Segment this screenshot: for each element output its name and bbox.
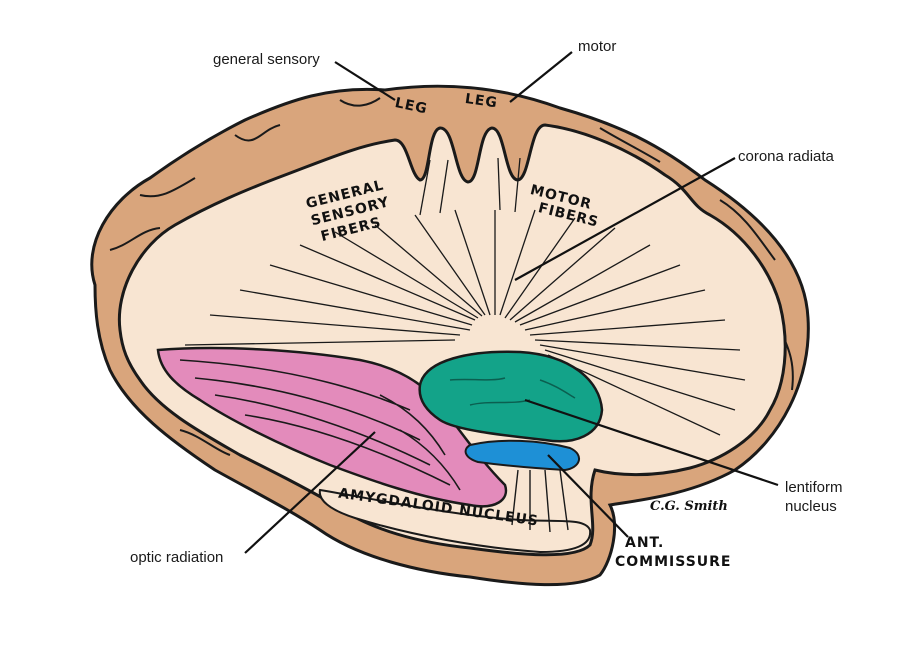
caption-leg-left: LEG bbox=[393, 95, 429, 118]
caption-ant-commissure-2: COMMISSURE bbox=[615, 554, 732, 570]
lentiform-nucleus bbox=[418, 350, 604, 443]
leader-corona-radiata bbox=[514, 157, 736, 281]
label-lentiform-line1: lentiform bbox=[785, 479, 843, 496]
label-general-sensory: general sensory bbox=[213, 51, 320, 68]
caption-ant-commissure-1: ANT. bbox=[625, 535, 664, 551]
leader-motor bbox=[509, 51, 573, 103]
label-corona-radiata: corona radiata bbox=[738, 148, 835, 165]
caption-leg-right: LEG bbox=[464, 91, 499, 111]
corona-radiata-fibers bbox=[184, 157, 746, 436]
leader-ant-commissure bbox=[547, 454, 629, 538]
anterior-commissure bbox=[464, 439, 580, 472]
label-lentiform-line2: nucleus bbox=[785, 498, 837, 515]
optic-radiation-striations bbox=[179, 359, 461, 491]
leader-optic-radiation bbox=[244, 431, 376, 554]
leader-general-sensory bbox=[334, 61, 396, 101]
label-motor: motor bbox=[578, 38, 616, 55]
artist-signature: C.G. Smith bbox=[650, 499, 728, 514]
amygdala-fibers bbox=[511, 469, 569, 533]
amygdaloid-region bbox=[318, 488, 592, 554]
label-optic-radiation: optic radiation bbox=[130, 549, 223, 566]
leader-lentiform bbox=[524, 398, 779, 487]
